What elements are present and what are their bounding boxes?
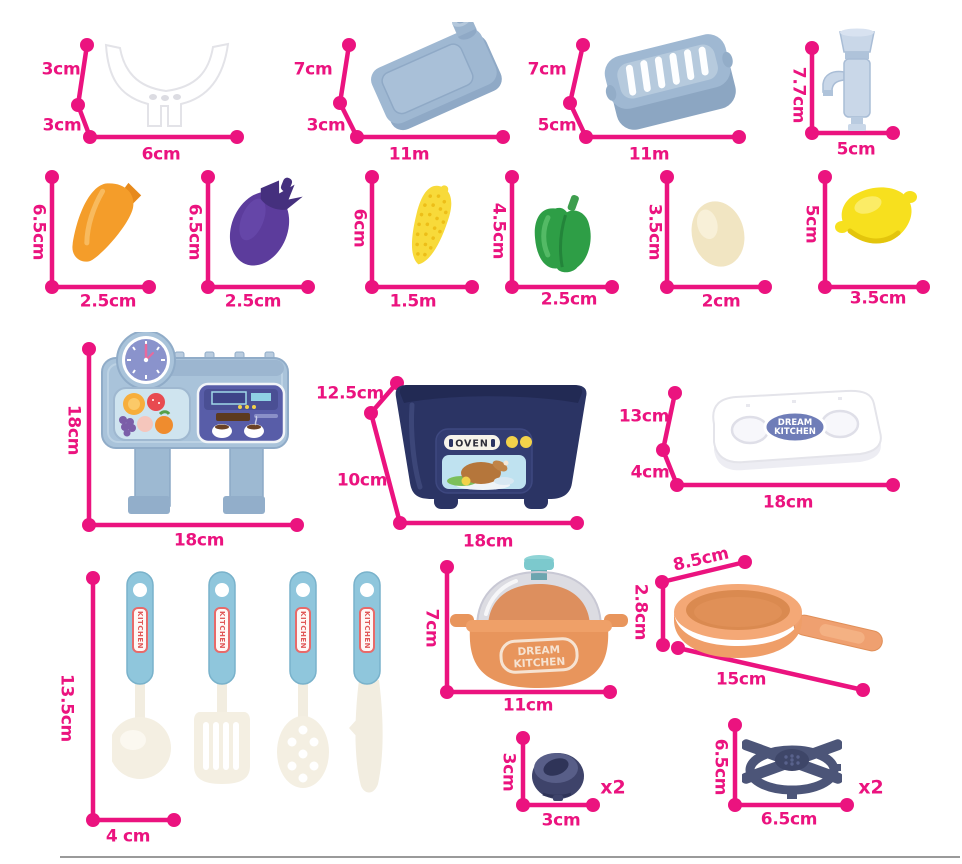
utensil-handle-label: KITCHEN (136, 611, 144, 649)
utensil-set-height-label: 13.5cm (56, 674, 77, 742)
coffee-cup-icon (212, 424, 232, 438)
stove-panel-width-label: 18cm (173, 530, 225, 551)
rack-illustration (104, 42, 230, 127)
egg-height-label: 3.5cm (644, 203, 665, 261)
utensil-handle-label: KITCHEN (218, 611, 226, 649)
badge-line2: KITCHEN (774, 427, 816, 437)
burner-grate-quantity-label: x2 (858, 776, 884, 799)
spatula-illustration: KITCHEN (194, 571, 250, 784)
pepper-width-label: 2.5cm (540, 289, 598, 310)
stove-panel-height-label: 18cm (63, 404, 84, 456)
rack-width-label: 6cm (141, 144, 181, 165)
basket-illustration (604, 34, 736, 130)
pan-handle (793, 614, 883, 652)
stove-panel-illustration (101, 332, 289, 514)
fruit-sticker (113, 387, 191, 441)
pot-lid-small-quantity-label: x2 (600, 776, 626, 799)
lemon-width-label: 3.5cm (849, 288, 907, 309)
rack-height-bottom-label: 3cm (42, 115, 82, 136)
pan-height-label: 2.8cm (630, 583, 651, 641)
faucet-width-label: 5cm (836, 139, 876, 160)
carrot-height-label: 6.5cm (28, 203, 49, 261)
lemon-illustration (835, 187, 917, 244)
sink-basin-width-label: 18cm (462, 531, 514, 552)
corn-width-label: 1.5m (389, 291, 437, 312)
basket-height-top-label: 7cm (527, 59, 567, 80)
slotted-spoon-illustration: KITCHEN (277, 571, 329, 788)
pepper-height-label: 4.5cm (488, 202, 509, 260)
countertop-height-top-label: 7cm (293, 59, 333, 80)
kitchen-base-height-top-label: 13cm (618, 406, 670, 427)
lemon-height-label: 5cm (801, 204, 822, 244)
pot-badge-line1: DREAM (517, 644, 560, 658)
countertop-illustration (371, 22, 502, 131)
kitchen-base-height-bottom-label: 4cm (630, 462, 670, 483)
countertop-height-bottom-label: 3cm (306, 115, 346, 136)
pot-lid-small-height-label: 3cm (498, 752, 519, 792)
oven-sticker: OVEN (435, 428, 533, 494)
eggplant-illustration (229, 177, 303, 266)
pot-illustration: DREAM KITCHEN (450, 555, 628, 688)
faucet-height-label: 7.7cm (788, 66, 809, 124)
egg-illustration (691, 201, 745, 267)
pan-illustration (674, 584, 883, 658)
countertop-width-label: 11m (388, 144, 430, 165)
pot-height-label: 7cm (421, 608, 442, 648)
clock-icon (116, 332, 176, 390)
corn-illustration (411, 185, 452, 265)
burner-grate-illustration (742, 739, 842, 799)
pot-lid-small-illustration (532, 753, 584, 801)
sink-basin-depth-label: 12.5cm (316, 383, 384, 404)
utensil-handle-label: KITCHEN (299, 611, 307, 649)
basket-width-label: 11m (628, 144, 670, 165)
badge-line1: DREAM (778, 418, 812, 428)
pan-diameter-label: 8.5cm (671, 543, 731, 576)
pot-badge: DREAM KITCHEN (499, 637, 579, 674)
burner-grate-width-label: 6.5cm (760, 809, 818, 830)
ladle-illustration: KITCHEN (112, 571, 171, 779)
utensil-handle-label: KITCHEN (363, 611, 371, 649)
burner-grate-height-label: 6.5cm (710, 738, 731, 796)
utensil-set-illustration: KITCHEN KITCHEN (112, 571, 383, 793)
utensil-set-width-label: 4 cm (105, 826, 151, 847)
bottom-divider (60, 856, 960, 858)
rack-height-top-label: 3cm (41, 59, 81, 80)
pot-width-label: 11cm (502, 695, 554, 716)
eggplant-width-label: 2.5cm (224, 291, 282, 312)
kitchen-base-illustration: DREAM KITCHEN (712, 389, 882, 471)
faucet-illustration (822, 28, 875, 131)
pot-badge-line2: KITCHEN (513, 656, 565, 671)
carrot-width-label: 2.5cm (79, 291, 137, 312)
eggplant-height-label: 6.5cm (184, 203, 205, 261)
oven-sticker-title: OVEN (455, 439, 489, 450)
coffee-cup-icon (244, 415, 264, 438)
egg-width-label: 2cm (701, 291, 741, 312)
sink-basin-illustration: OVEN (395, 385, 587, 509)
carrot-illustration (72, 182, 142, 262)
sink-basin-height-label: 10cm (336, 470, 388, 491)
pan-length-label: 15cm (715, 669, 767, 690)
dream-kitchen-badge: DREAM KITCHEN (763, 410, 827, 444)
knife-illustration: KITCHEN (349, 571, 383, 793)
kitchen-base-width-label: 18cm (762, 492, 814, 513)
pot-lid-small-width-label: 3cm (541, 810, 581, 831)
pepper-illustration (534, 194, 591, 273)
basket-height-bottom-label: 5cm (537, 115, 577, 136)
corn-height-label: 6cm (349, 208, 370, 248)
coffee-machine-sticker (196, 382, 286, 444)
